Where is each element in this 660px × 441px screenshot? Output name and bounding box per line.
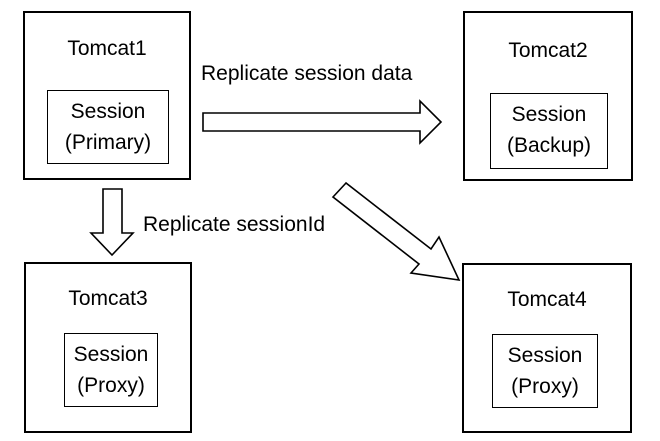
tomcat1-session: Session (Primary) [47, 90, 169, 164]
tomcat2-session-line1: Session [511, 103, 587, 126]
tomcat4-name: Tomcat4 [507, 288, 587, 311]
replicate-data-label: Replicate session data [201, 62, 413, 85]
arrow-replicate-id-tomcat4 [331, 181, 461, 282]
arrow-replicate-id-tomcat3 [89, 188, 135, 257]
replicate-id-label: Replicate sessionId [143, 213, 326, 236]
tomcat3-session-role: (Proxy) [77, 374, 145, 397]
tomcat4-session-role: (Proxy) [511, 375, 579, 398]
tomcat2-session: Session (Backup) [490, 93, 608, 169]
tomcat1-session-line1: Session [70, 100, 146, 123]
tomcat1-name: Tomcat1 [67, 37, 147, 60]
tomcat2-name: Tomcat2 [508, 39, 588, 62]
arrow-replicate-data [202, 99, 443, 145]
tomcat3-name: Tomcat3 [68, 287, 148, 310]
tomcat4-session-line1: Session [507, 344, 583, 367]
tomcat4-session: Session (Proxy) [492, 334, 598, 408]
tomcat3-session: Session (Proxy) [64, 333, 158, 407]
tomcat2-session-role: (Backup) [506, 134, 592, 157]
tomcat2-node: Tomcat2 Session (Backup) [463, 11, 633, 181]
tomcat3-node: Tomcat3 Session (Proxy) [24, 262, 192, 433]
tomcat4-node: Tomcat4 Session (Proxy) [462, 263, 632, 433]
tomcat1-node: Tomcat1 Session (Primary) [23, 11, 191, 180]
tomcat1-session-role: (Primary) [64, 131, 152, 154]
tomcat3-session-line1: Session [73, 343, 149, 366]
